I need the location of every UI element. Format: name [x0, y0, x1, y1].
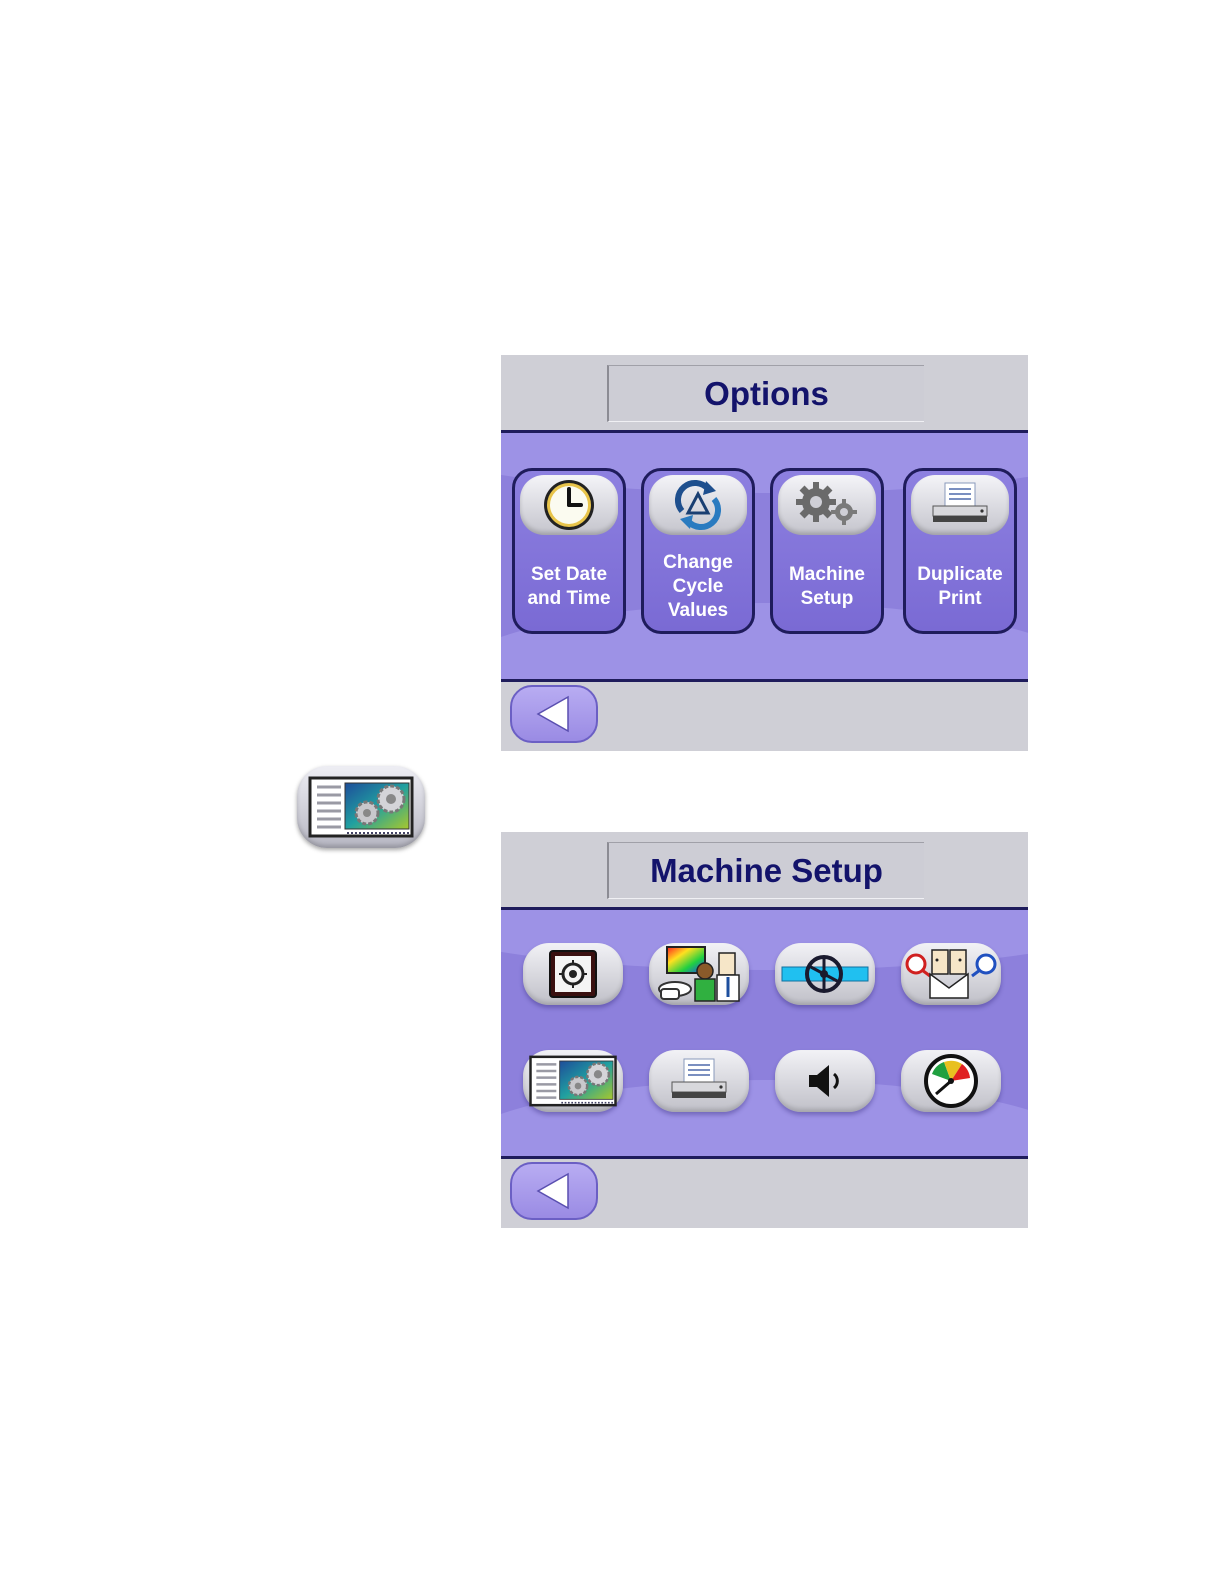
page-title: Machine Setup: [650, 852, 883, 890]
back-arrow-icon: [534, 694, 574, 734]
change-cycle-values-label: Change Cycle Values: [644, 547, 752, 627]
printer-button[interactable]: [649, 1050, 749, 1112]
gauge-button[interactable]: [901, 1050, 1001, 1112]
set-date-time-button[interactable]: Set Date and Time: [512, 468, 626, 634]
cycle-arrows-icon: [649, 475, 747, 535]
duplicate-print-label: Duplicate Print: [906, 547, 1014, 627]
machine-setup-body: [501, 907, 1028, 1159]
display-user-icon: [653, 945, 745, 1003]
machine-setup-title-box: Machine Setup: [607, 842, 924, 899]
pipe-valve-icon: [780, 949, 870, 999]
machine-settings-icon: [307, 775, 415, 839]
display-user-button[interactable]: [649, 943, 749, 1005]
machine-setup-button[interactable]: Machine Setup: [770, 468, 884, 634]
machine-setup-panel: Machine Setup: [501, 832, 1028, 1228]
machine-settings-icon-standalone: [297, 766, 425, 848]
pipe-valve-button[interactable]: [775, 943, 875, 1005]
back-arrow-icon: [534, 1171, 574, 1211]
printer-icon: [666, 1056, 732, 1106]
printer-icon: [911, 475, 1009, 535]
page-title: Options: [704, 375, 829, 413]
clock-icon: [520, 475, 618, 535]
back-button[interactable]: [510, 685, 598, 743]
machine-settings-button[interactable]: [523, 1050, 623, 1112]
communication-icon: [904, 946, 998, 1002]
speaker-icon: [803, 1059, 847, 1103]
volume-button[interactable]: [775, 1050, 875, 1112]
machine-settings-icon: [528, 1054, 618, 1108]
change-cycle-values-button[interactable]: Change Cycle Values: [641, 468, 755, 634]
machine-setup-label: Machine Setup: [773, 547, 881, 627]
set-date-time-label: Set Date and Time: [515, 547, 623, 627]
safe-lock-icon: [547, 948, 599, 1000]
duplicate-print-button[interactable]: Duplicate Print: [903, 468, 1017, 634]
options-panel: Options Set Date and Time: [501, 355, 1028, 751]
options-body: Set Date and Time Change Cycle Values: [501, 430, 1028, 682]
communication-button[interactable]: [901, 943, 1001, 1005]
gauge-icon: [922, 1052, 980, 1110]
options-title-box: Options: [607, 365, 924, 422]
security-button[interactable]: [523, 943, 623, 1005]
gears-icon: [778, 475, 876, 535]
back-button[interactable]: [510, 1162, 598, 1220]
